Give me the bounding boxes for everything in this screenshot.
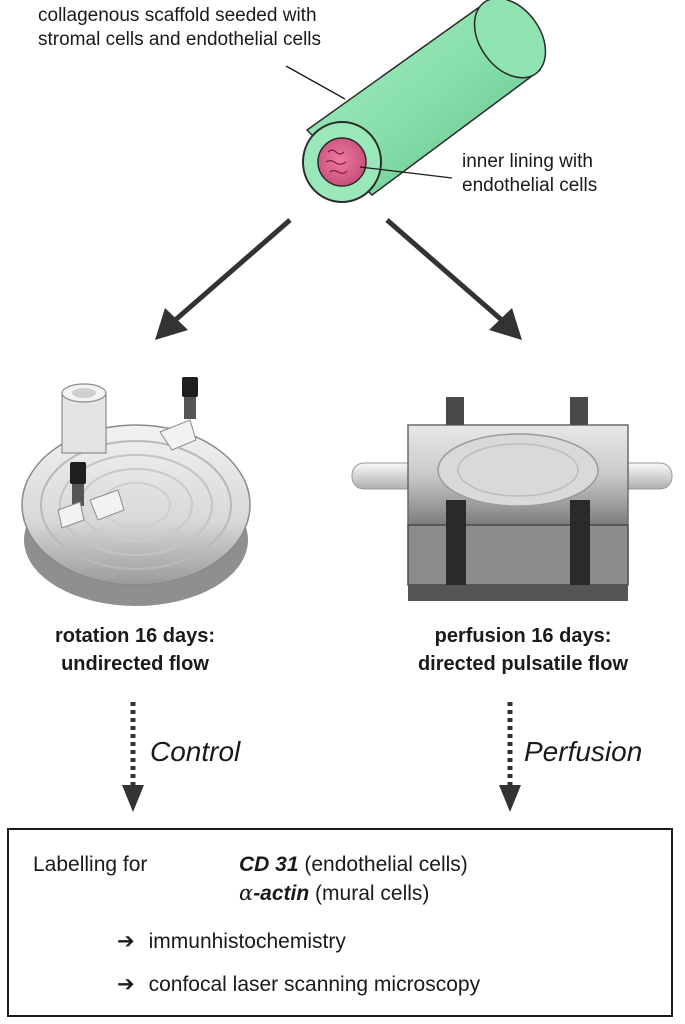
scaffold-label-line1: collagenous scaffold seeded with <box>38 5 317 26</box>
control-label: Control <box>150 736 241 767</box>
labelling-prefix: Labelling for <box>33 853 148 876</box>
arrow-right-icon: ➔ <box>117 929 135 953</box>
perfusion-caption-line2: directed pulsatile flow <box>417 653 629 675</box>
rotation-caption-line1: rotation 16 days: <box>54 625 216 647</box>
arrow-right-icon: ➔ <box>117 972 135 996</box>
lining-label: inner lining with endothelial cells <box>462 150 597 198</box>
scaffold-pointer-line <box>285 65 346 100</box>
perfusion-caption: perfusion 16 days: directed pulsatile fl… <box>398 622 648 678</box>
perfusion-label: Perfusion <box>524 736 643 767</box>
inner-lining <box>317 137 367 187</box>
method-2-text: confocal laser scanning microscopy <box>148 973 481 996</box>
scaffold-label-line2: stromal cells and endothelial cells <box>38 29 322 50</box>
method-1: ➔ immunhistochemistry <box>117 928 346 955</box>
marker-actin-desc: (mural cells) <box>315 882 430 905</box>
rotation-device-photo <box>21 377 251 606</box>
perfusion-device-photo <box>351 397 673 601</box>
lining-pointer-line <box>359 166 453 179</box>
method-2: ➔ confocal laser scanning microscopy <box>117 971 480 998</box>
arrow-to-rotation <box>155 218 292 340</box>
method-1-text: immunhistochemistry <box>148 930 346 953</box>
marker-actin-name: -actin <box>253 882 310 905</box>
marker-actin: α-actin (mural cells) <box>239 880 429 907</box>
scaffold-label: collagenous scaffold seeded with stromal… <box>38 4 321 52</box>
arrow-to-perfusion <box>385 218 522 340</box>
scaffold-tube <box>302 0 547 203</box>
labelling-box: Labelling for CD 31 (endothelial cells) … <box>7 828 673 1017</box>
perfusion-caption-line1: perfusion 16 days: <box>434 625 612 647</box>
lining-label-line1: inner lining with <box>462 151 593 172</box>
rotation-caption: rotation 16 days: undirected flow <box>20 622 250 678</box>
marker-cd31: CD 31 (endothelial cells) <box>239 852 468 878</box>
lining-label-line2: endothelial cells <box>462 175 598 196</box>
dotted-arrow-perfusion <box>499 702 521 812</box>
rotation-caption-line2: undirected flow <box>61 653 209 675</box>
dotted-arrow-control <box>122 702 144 812</box>
marker-cd31-name: CD 31 <box>239 853 299 876</box>
alpha-symbol: α <box>239 881 254 905</box>
marker-cd31-desc: (endothelial cells) <box>304 853 468 876</box>
